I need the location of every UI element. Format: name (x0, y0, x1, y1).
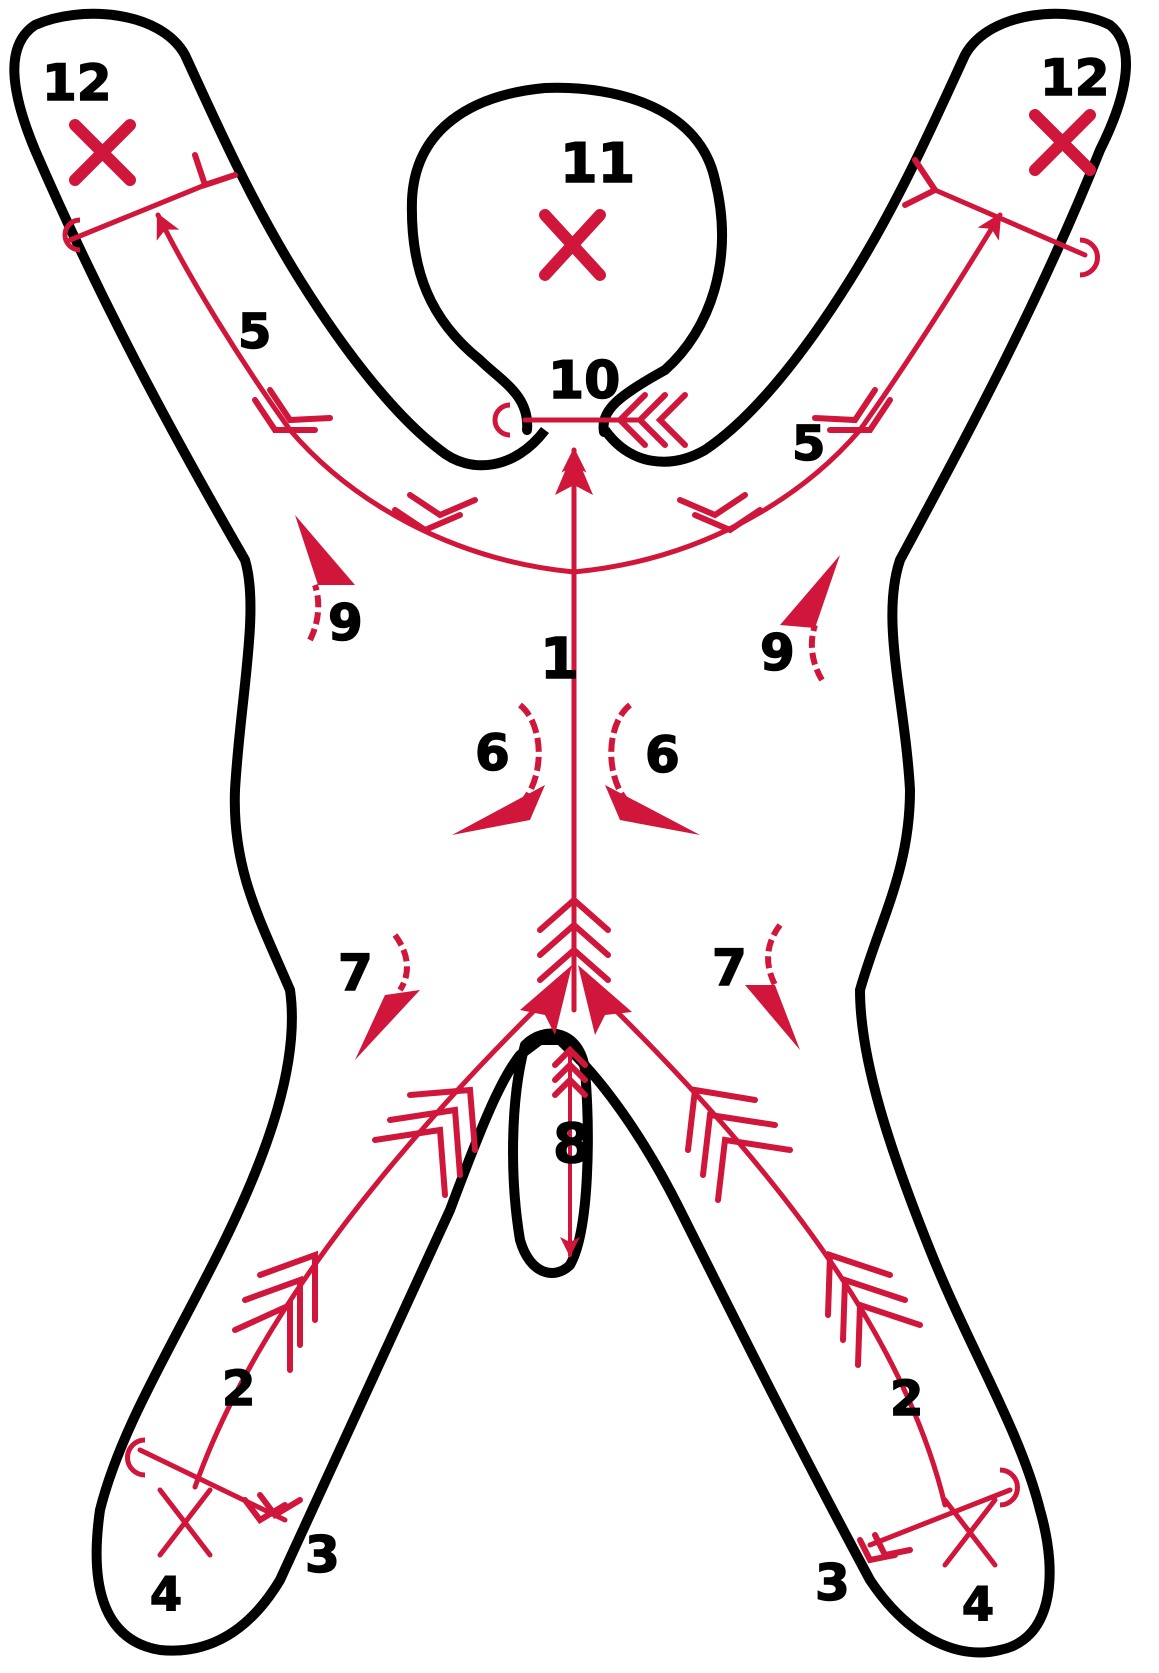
label-6-right: 6 (645, 726, 680, 784)
label-3-left: 3 (305, 1526, 340, 1584)
label-11: 11 (560, 132, 635, 195)
hook-icon (1000, 1470, 1017, 1505)
curved-arrow-icon (745, 985, 800, 1050)
label-6-left: 6 (475, 724, 510, 782)
label-10: 10 (548, 351, 620, 411)
hook-icon (1080, 240, 1098, 275)
right-arm-cut-line (574, 215, 1000, 572)
curved-arrow-icon (295, 515, 355, 585)
hook-icon (495, 405, 510, 435)
x-mark-icon (75, 125, 130, 180)
curved-arrow-icon (780, 555, 840, 628)
label-4-right: 4 (962, 1577, 994, 1631)
hook-icon (127, 1440, 145, 1475)
x-mark-icon (160, 1490, 210, 1555)
cut-start-hooks (65, 220, 1098, 1505)
label-12-left: 12 (42, 54, 112, 112)
curved-arrow-icon (452, 785, 545, 835)
label-12-right: 12 (1040, 49, 1110, 107)
left-ankle-cut-line (140, 1450, 285, 1520)
x-mark-icon (945, 1500, 995, 1565)
label-1: 1 (540, 627, 579, 692)
label-9-right: 9 (760, 624, 795, 682)
left-wrist-cut-line (70, 185, 205, 240)
right-ankle-cut-line (870, 1490, 1010, 1545)
label-7-right: 7 (712, 939, 747, 997)
label-9-left: 9 (328, 594, 363, 652)
x-mark-icon (545, 215, 600, 275)
right-wrist-cut-line (935, 190, 1085, 255)
label-5-right: 5 (792, 416, 825, 472)
label-3-right: 3 (815, 1554, 850, 1612)
x-mark-icon (1035, 115, 1090, 170)
label-2-right: 2 (890, 1371, 923, 1427)
label-2-left: 2 (222, 1361, 255, 1417)
label-5-left: 5 (238, 304, 271, 360)
curved-arrow-icon (605, 785, 700, 835)
right-leg-cut-line (595, 990, 945, 1505)
label-8: 8 (553, 1112, 591, 1175)
label-7-left: 7 (338, 944, 373, 1002)
label-4-left: 4 (150, 1567, 182, 1621)
